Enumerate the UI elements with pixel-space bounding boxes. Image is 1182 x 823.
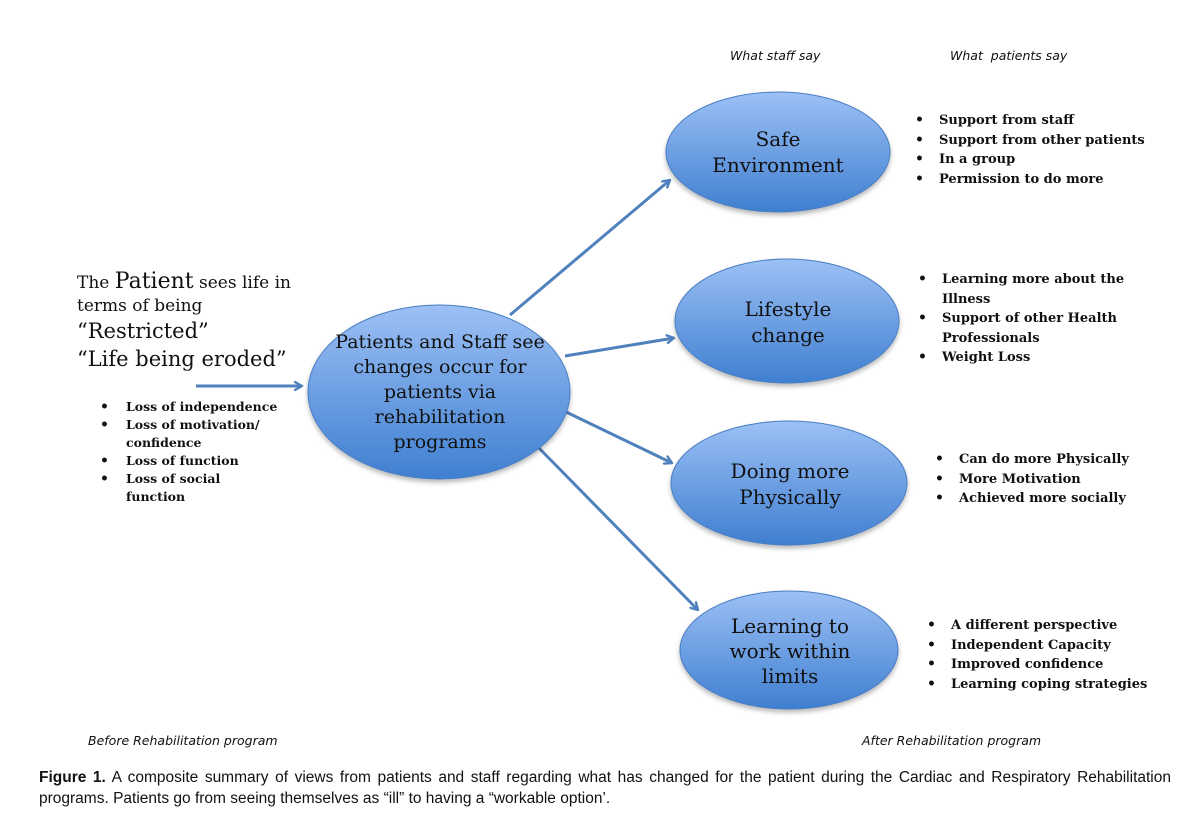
patient-says-item: In a group [915, 150, 1165, 170]
patient-says-list-safe-environment: Support from staff Support from other pa… [915, 111, 1165, 189]
arrow-center-to-lifestyle-change [564, 338, 674, 358]
patient-says-item: Can do more Physically [935, 450, 1165, 470]
arrow-center-to-doing-more-physically [561, 408, 672, 463]
patient-line1-emphasis: Patient [114, 269, 194, 294]
patient-line1-pre: The [77, 273, 115, 293]
loss-item: Loss of motivation/ confidence [100, 416, 280, 452]
patient-says-item: Learning more about the Illness [918, 270, 1128, 309]
patient-says-item: Achieved more socially [935, 489, 1165, 509]
patient-says-item: A different perspective [927, 616, 1167, 636]
center-ellipse [307, 304, 571, 480]
outcome-label-safe-environment: Safe Environment [712, 127, 844, 177]
patient-line4-eroded: “Life being eroded” [77, 347, 287, 371]
patient-says-item: Improved confidence [927, 655, 1167, 675]
patient-says-item: Learning coping strategies [927, 675, 1167, 695]
patient-says-item: Independent Capacity [927, 636, 1167, 656]
patient-line2: terms of being [77, 296, 203, 316]
loss-item: Loss of independence [100, 398, 280, 416]
losses-list: Loss of independence Loss of motivation/… [100, 398, 280, 506]
patient-says-item: Weight Loss [918, 348, 1128, 368]
phase-label-after: After Rehabilitation program [862, 733, 1042, 748]
figure-caption-text: A composite summary of views from patien… [39, 769, 1171, 807]
outcome-ellipse-lifestyle-change [674, 258, 900, 384]
patient-state-text: The Patient sees life in terms of being … [77, 270, 317, 373]
column-header-patients: What patients say [950, 48, 1068, 63]
patient-says-item: Support from other patients [915, 131, 1165, 151]
figure-caption: Figure 1. A composite summary of views f… [39, 767, 1171, 809]
patient-says-list-learning-limits: A different perspective Independent Capa… [927, 616, 1167, 694]
outcome-ellipse-safe-environment [665, 91, 891, 213]
patient-says-list-doing-more-physically: Can do more Physically More Motivation A… [935, 450, 1165, 509]
loss-item: Loss of function [100, 452, 280, 470]
loss-item: Loss of social function [100, 470, 280, 506]
patient-says-item: Permission to do more [915, 170, 1165, 190]
patient-says-item: More Motivation [935, 470, 1165, 490]
figure-caption-label: Figure 1. [39, 769, 106, 786]
patient-says-item: Support of other Health Professionals [918, 309, 1128, 348]
patient-line1-post: sees life in [193, 273, 292, 293]
arrow-center-to-safe-environment [509, 180, 670, 317]
center-ellipse-label: Patients and Staff see changes occur for… [335, 331, 545, 453]
outcome-label-doing-more-physically: Doing more Physically [730, 459, 850, 509]
outcome-ellipse-learning-limits [679, 590, 899, 710]
patient-says-list-lifestyle-change: Learning more about the Illness Support … [918, 270, 1128, 368]
outcome-label-lifestyle-change: Lifestyle change [744, 297, 832, 347]
column-header-staff: What staff say [730, 48, 821, 63]
outcome-ellipse-doing-more-physically [670, 420, 908, 546]
phase-label-before: Before Rehabilitation program [88, 733, 278, 748]
outcome-label-learning-limits: Learning to work within limits [729, 613, 851, 688]
patient-line3-restricted: “Restricted” [77, 319, 209, 343]
patient-says-item: Support from staff [915, 111, 1165, 131]
arrow-center-to-learning-limits [534, 443, 698, 610]
